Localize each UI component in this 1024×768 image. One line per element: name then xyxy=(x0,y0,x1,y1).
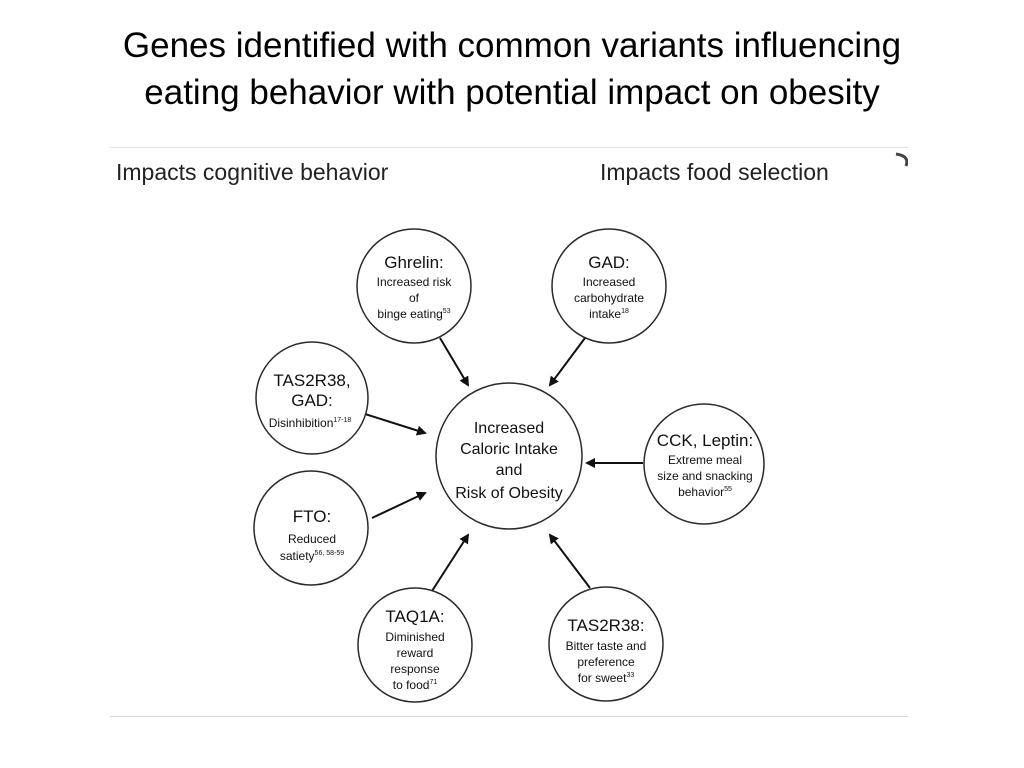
node-fto-desc-2: satiety56, 58-59 xyxy=(280,549,344,563)
slide-title-line-1: Genes identified with common variants in… xyxy=(122,26,902,65)
node-taq1a-desc-1: Diminished xyxy=(385,630,444,644)
node-cck-leptin-desc-2: size and snacking xyxy=(657,469,752,483)
node-gad-circle xyxy=(551,228,667,344)
node-fto: FTO: Reduced satiety56, 58-59 xyxy=(253,470,369,586)
node-ghrelin-desc-2: of xyxy=(409,291,420,305)
gene-diagram-figure: Impacts cognitive behavior Impacts food … xyxy=(110,147,908,717)
node-fto-title: FTO: xyxy=(293,507,331,526)
node-gad-desc-1: Increased xyxy=(583,275,636,289)
header-food-selection: Impacts food selection xyxy=(600,159,829,185)
node-gad-desc-2: carbohydrate xyxy=(574,291,644,305)
node-tas2r38-gad-title-2: GAD: xyxy=(291,391,333,410)
node-cck-leptin-circle xyxy=(643,403,765,525)
node-cck-leptin-title: CCK, Leptin: xyxy=(657,431,753,450)
node-cck-leptin-desc-3: behavior55 xyxy=(678,485,732,499)
slide-title-line-2: eating behavior with potential impact on… xyxy=(144,73,880,112)
node-taq1a-desc-4: to food71 xyxy=(393,678,438,692)
center-node-circle xyxy=(435,382,583,530)
arrow-fto-to-center xyxy=(371,491,427,519)
node-tas2r38: TAS2R38: Bitter taste and preference for… xyxy=(548,586,664,702)
node-gad-title: GAD: xyxy=(588,253,630,272)
arrow-tas2r38-gad-to-center xyxy=(364,413,427,436)
center-line-3: and xyxy=(496,462,523,479)
node-fto-circle xyxy=(253,470,369,586)
node-taq1a: TAQ1A: Diminished reward response to foo… xyxy=(357,587,473,703)
node-tas2r38-gad: TAS2R38, GAD: Disinhibition17-18 xyxy=(255,341,369,455)
node-tas2r38-desc-2: preference xyxy=(577,655,635,669)
node-tas2r38-gad-desc-1: Disinhibition17-18 xyxy=(269,416,352,430)
node-ghrelin-desc-3: binge eating53 xyxy=(377,307,450,321)
arrow-ghrelin-to-center xyxy=(439,337,470,387)
node-ghrelin-title: Ghrelin: xyxy=(384,253,444,272)
node-gad: GAD: Increased carbohydrate intake18 xyxy=(551,228,667,344)
arrow-tas2r38-to-center xyxy=(548,533,591,589)
node-tas2r38-circle xyxy=(548,586,664,702)
slide-title: Genes identified with common variants in… xyxy=(0,22,1024,116)
center-line-1: Increased xyxy=(474,420,544,437)
node-fto-desc-1: Reduced xyxy=(288,532,336,546)
node-tas2r38-title: TAS2R38: xyxy=(567,616,644,635)
node-ghrelin: Ghrelin: Increased risk of binge eating5… xyxy=(356,228,472,344)
node-ghrelin-desc-1: Increased risk xyxy=(377,275,453,289)
node-cck-leptin: CCK, Leptin: Extreme meal size and snack… xyxy=(643,403,765,525)
center-line-4: Risk of Obesity xyxy=(455,485,563,502)
node-gad-desc-3: intake18 xyxy=(589,307,629,321)
gene-diagram-svg: Impacts cognitive behavior Impacts food … xyxy=(116,152,908,703)
arrow-taq1a-to-center xyxy=(431,533,470,592)
header-cognitive-behavior: Impacts cognitive behavior xyxy=(116,159,389,185)
node-tas2r38-gad-circle xyxy=(255,341,369,455)
node-taq1a-desc-2: reward xyxy=(397,646,434,660)
arrow-gad-to-center xyxy=(548,337,586,387)
node-tas2r38-gad-title-1: TAS2R38, xyxy=(273,371,350,390)
node-taq1a-title: TAQ1A: xyxy=(385,607,444,626)
node-ghrelin-circle xyxy=(356,228,472,344)
node-tas2r38-desc-1: Bitter taste and xyxy=(566,639,647,653)
center-node: Increased Caloric Intake and Risk of Obe… xyxy=(435,382,583,530)
node-cck-leptin-desc-1: Extreme meal xyxy=(668,453,742,467)
node-taq1a-circle xyxy=(357,587,473,703)
node-taq1a-desc-3: response xyxy=(390,662,440,676)
node-tas2r38-desc-3: for sweet33 xyxy=(578,671,635,685)
center-line-2: Caloric Intake xyxy=(460,441,558,458)
corner-mark xyxy=(895,152,908,167)
